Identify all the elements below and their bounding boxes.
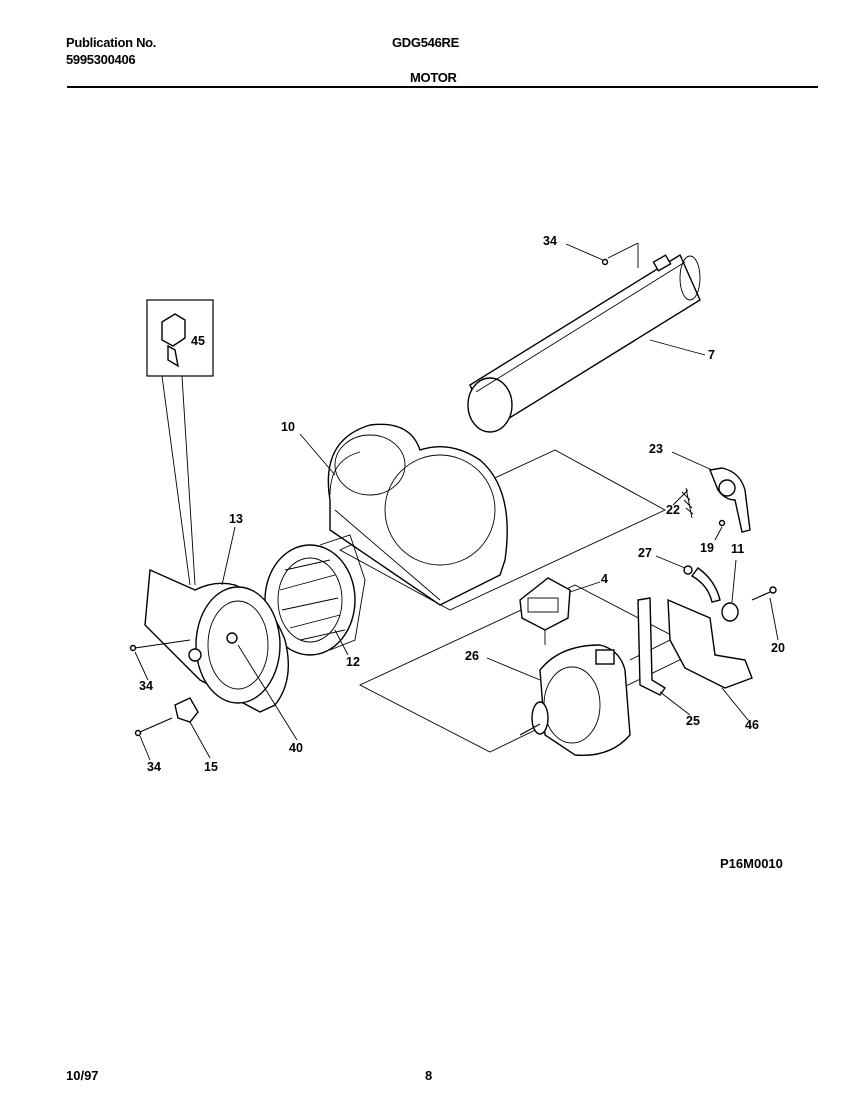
header-rule — [67, 86, 818, 88]
footer-date: 10/97 — [66, 1068, 99, 1083]
callout-46: 46 — [745, 718, 759, 732]
publication-number: 5995300406 — [66, 52, 136, 67]
motor-bracket — [519, 577, 571, 645]
page-number: 8 — [425, 1068, 433, 1083]
inset-box-part-45 — [146, 299, 214, 586]
publication-label: Publication No. — [66, 35, 157, 50]
callout-19: 19 — [700, 541, 714, 555]
motor-mount-plate — [637, 597, 753, 696]
screw-left-34 — [129, 639, 191, 652]
drive-motor — [519, 629, 691, 757]
callout-7: 7 — [708, 348, 715, 362]
thermostat-part-15 — [134, 697, 199, 737]
callout-23: 23 — [649, 442, 663, 456]
callout-4: 4 — [601, 572, 608, 586]
callout-40: 40 — [289, 741, 303, 755]
callout-13: 13 — [229, 512, 243, 526]
idler-assembly — [681, 467, 751, 622]
callout-22: 22 — [666, 503, 680, 517]
screw-top-34 — [601, 242, 639, 268]
callout-34-top: 34 — [543, 234, 557, 248]
callout-11: 11 — [731, 542, 744, 556]
section-title: MOTOR — [410, 70, 457, 85]
model-number: GDG546RE — [392, 35, 459, 50]
leader-lines — [134, 243, 779, 761]
callout-20: 20 — [771, 641, 785, 655]
callout-26: 26 — [465, 649, 479, 663]
blower-backplate — [144, 568, 290, 713]
callout-34-left: 34 — [139, 679, 153, 693]
bolt-part-20 — [751, 586, 777, 601]
callout-12: 12 — [346, 655, 360, 669]
diagram-code: P16M0010 — [720, 856, 783, 871]
callout-27: 27 — [638, 546, 652, 560]
exhaust-duct — [467, 253, 701, 433]
callout-15: 15 — [204, 760, 218, 774]
callout-10: 10 — [281, 420, 295, 434]
callout-34-bottom: 34 — [147, 760, 161, 774]
blower-housing — [327, 423, 508, 606]
callout-45: 45 — [191, 334, 205, 348]
callout-25: 25 — [686, 714, 700, 728]
